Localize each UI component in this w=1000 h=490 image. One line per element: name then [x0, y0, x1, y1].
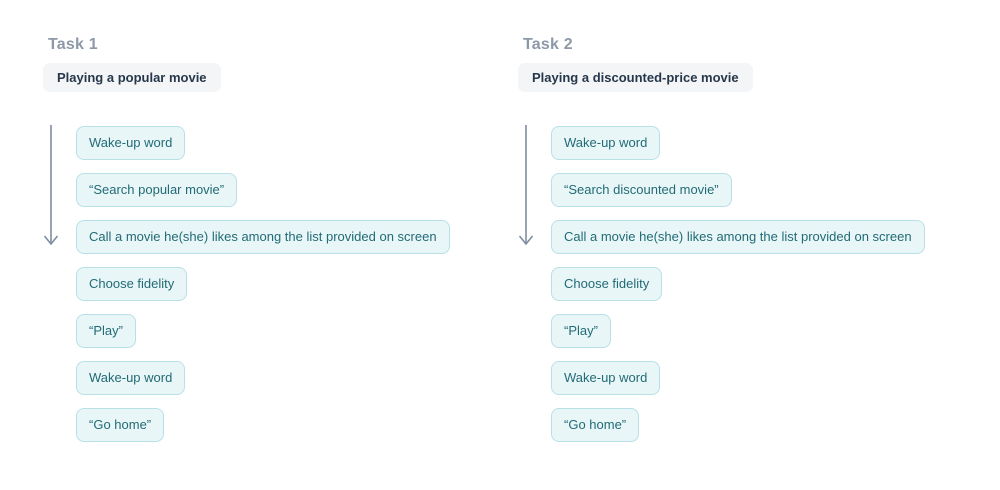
step-box: Wake-up word: [76, 361, 186, 395]
task-subtitle: Playing a discounted-price movie: [518, 63, 753, 92]
task-column: Task 2 Playing a discounted-price movie …: [518, 0, 988, 490]
step-box: Call a movie he(she) likes among the lis…: [76, 220, 450, 254]
task-title: Task 1: [48, 36, 98, 53]
step-box: Choose fidelity: [76, 267, 188, 301]
task-title: Task 2: [523, 36, 573, 53]
step-box: “Search popular movie”: [76, 173, 238, 207]
step-list: Wake-up word “Search discounted movie” Cal…: [551, 126, 925, 442]
step-list: Wake-up word “Search popular movie” Call a…: [76, 126, 450, 442]
down-arrow-head: [518, 235, 534, 246]
task-column: Task 1 Playing a popular movie Wake-up w…: [43, 0, 513, 490]
step-box: Wake-up word: [76, 126, 186, 160]
step-box: “Play”: [76, 314, 136, 348]
step-box: “Search discounted movie”: [551, 173, 732, 207]
step-box: “Go home”: [76, 408, 165, 442]
step-box: Wake-up word: [551, 361, 661, 395]
step-box: Call a movie he(she) likes among the lis…: [551, 220, 925, 254]
down-arrow-icon: [43, 125, 59, 246]
down-arrow-head: [43, 235, 59, 246]
step-box: “Play”: [551, 314, 611, 348]
task-subtitle: Playing a popular movie: [43, 63, 221, 92]
down-arrow-icon: [518, 125, 534, 246]
step-box: “Go home”: [551, 408, 640, 442]
step-box: Choose fidelity: [551, 267, 663, 301]
step-box: Wake-up word: [551, 126, 661, 160]
